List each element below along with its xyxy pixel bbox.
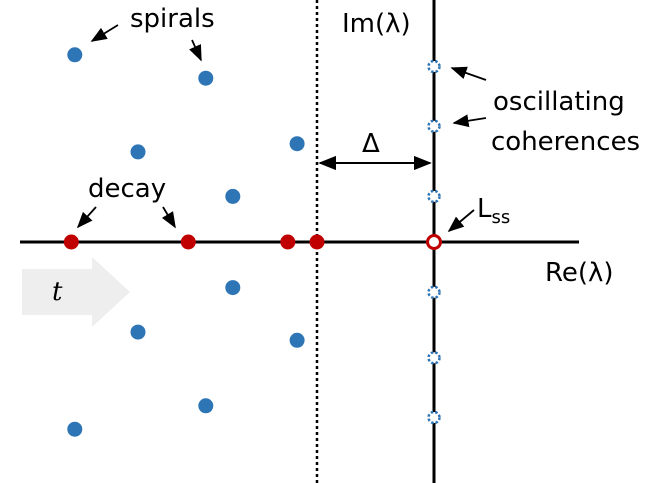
coherence-point bbox=[427, 59, 441, 74]
coherence-pointer-bottom bbox=[452, 114, 487, 128]
imaginary-axis-label: Im(λ) bbox=[342, 9, 411, 39]
oscillating-label-line2: coherences bbox=[491, 127, 640, 157]
time-arrow bbox=[22, 257, 130, 327]
coherence-point bbox=[427, 410, 441, 425]
time-label: t bbox=[52, 277, 63, 307]
spiral-point bbox=[130, 324, 146, 340]
spirals-label: spirals bbox=[130, 4, 215, 34]
spirals-pointer-left bbox=[90, 24, 119, 42]
coherence-point bbox=[427, 351, 441, 365]
spiral-point bbox=[289, 332, 305, 348]
decay-point bbox=[309, 234, 325, 250]
spiral-point bbox=[67, 47, 83, 63]
decay-pointer-right bbox=[161, 206, 176, 229]
spirals-pointer-right bbox=[189, 39, 202, 62]
spiral-point bbox=[198, 70, 214, 86]
spiral-point bbox=[225, 280, 241, 296]
decay-point bbox=[180, 234, 196, 250]
steady-state-pointer bbox=[447, 209, 475, 233]
real-axis-label: Re(λ) bbox=[545, 258, 614, 288]
decay-point bbox=[63, 234, 79, 250]
oscillating-label-line1: oscillating bbox=[493, 87, 625, 117]
eigenvalue-points bbox=[63, 47, 442, 437]
spiral-point bbox=[289, 136, 305, 152]
steady-state-label: Lss bbox=[477, 194, 510, 228]
spiral-point bbox=[130, 144, 146, 160]
coherence-point bbox=[427, 119, 441, 133]
spiral-point bbox=[198, 398, 214, 414]
coherence-point bbox=[427, 189, 441, 204]
decay-pointer-left bbox=[76, 206, 97, 229]
spiral-point bbox=[225, 188, 241, 204]
decay-label: decay bbox=[88, 174, 166, 204]
steady-state-point bbox=[426, 234, 442, 250]
spiral-point bbox=[67, 421, 83, 437]
coherence-pointer-top bbox=[450, 66, 487, 81]
coherence-point bbox=[427, 285, 441, 300]
decay-point bbox=[280, 234, 296, 250]
gap-label: Δ bbox=[362, 129, 380, 159]
